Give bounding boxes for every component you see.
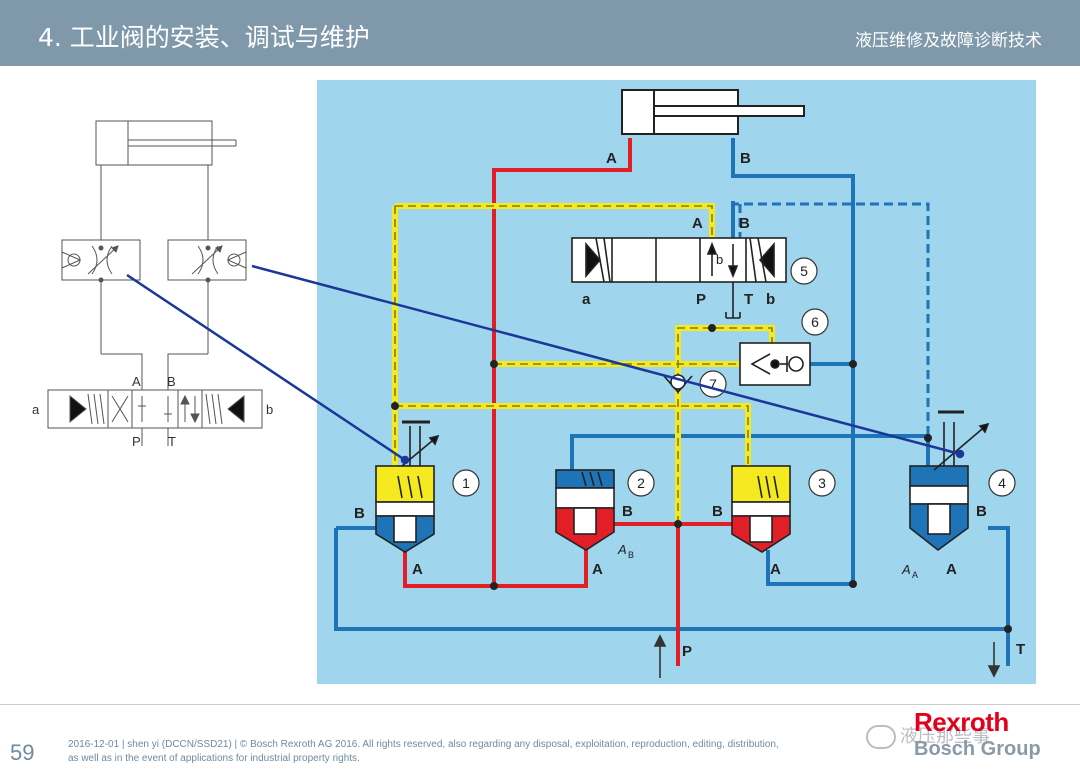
cyl-port-a: A — [606, 150, 617, 167]
schematic-port-p: P — [132, 434, 141, 449]
header-bar: 4. 工业阀的安装、调试与维护 液压维修及故障诊断技术 — [0, 0, 1080, 66]
v4-port-b: B — [976, 503, 987, 520]
dv-port-p: P — [696, 291, 706, 308]
dv-flow-b: b — [716, 252, 723, 267]
v3-port-a: A — [770, 561, 781, 578]
page-number: 59 — [10, 740, 35, 765]
v2-port-b: B — [622, 503, 633, 520]
schematic-port-b: B — [167, 374, 176, 389]
schematic-side-b: b — [266, 402, 273, 417]
v2-port-a: A — [592, 561, 603, 578]
flow-arrows — [653, 634, 1001, 678]
course-title: 液压维修及故障诊断技术 — [855, 31, 1042, 51]
hydraulic-diagram: A B P T a b — [32, 80, 1036, 684]
label-tank-t: T — [1016, 641, 1025, 658]
callout-5: 5 — [800, 263, 808, 279]
copyright-line-2: as well as in the event of applications … — [68, 753, 360, 764]
dv-side-b: b — [766, 291, 775, 308]
callout-1: 1 — [462, 475, 470, 491]
throttle-check-valve-a — [61, 239, 141, 283]
callouts — [452, 257, 1016, 497]
dv-side-a: a — [582, 291, 591, 308]
shuttle-valve — [739, 342, 811, 386]
schematic-cylinder — [95, 120, 213, 166]
schematic-side-a: a — [32, 402, 40, 417]
cartridge-valve-3 — [731, 465, 791, 553]
copyright-line-1: 2016-12-01 | shen yi (DCCN/SSD21) | © Bo… — [68, 739, 779, 750]
tank-lines — [334, 138, 1010, 666]
callout-3: 3 — [818, 475, 826, 491]
v2-area-sub: B — [628, 550, 634, 560]
v2-area-label: A — [617, 542, 627, 557]
v4-port-a: A — [946, 561, 957, 578]
dv-port-t: T — [744, 291, 753, 308]
cartridge-valve-4 — [909, 410, 990, 552]
callout-6: 6 — [811, 314, 819, 330]
main-cylinder — [621, 89, 805, 135]
watermark: 液压那些事 — [866, 722, 990, 749]
cartridge-valve-1 — [375, 420, 440, 553]
connector-arrows — [126, 264, 965, 465]
footer-divider — [0, 704, 1080, 705]
v3-port-b: B — [712, 503, 723, 520]
brand-rexroth: Rexroth — [914, 707, 1009, 737]
v4-area-sub: A — [912, 570, 918, 580]
schematic-port-a: A — [132, 374, 141, 389]
wechat-icon — [866, 725, 896, 749]
throttle-check-valve-b — [167, 239, 247, 283]
dv-port-b: B — [739, 215, 750, 232]
cartridge-valve-2 — [555, 469, 615, 551]
v1-port-a: A — [412, 561, 423, 578]
callout-2: 2 — [637, 475, 645, 491]
cyl-port-b: B — [740, 150, 751, 167]
watermark-text: 液压那些事 — [900, 726, 990, 747]
brand-bosch-group: Bosch Group — [914, 738, 1041, 760]
v1-port-b: B — [354, 505, 365, 522]
v4-area-label: A — [901, 562, 911, 577]
callout-7: 7 — [709, 376, 717, 392]
page-title: 4. 工业阀的安装、调试与维护 — [38, 23, 370, 52]
dv-port-a: A — [692, 215, 703, 232]
copyright-text: 2016-12-01 | shen yi (DCCN/SSD21) | © Bo… — [68, 738, 888, 766]
callout-4: 4 — [998, 475, 1006, 491]
schematic-port-t: T — [168, 434, 176, 449]
schematic-directional-valve — [47, 389, 263, 446]
label-supply-p: P — [682, 643, 692, 660]
main-directional-valve — [571, 237, 787, 319]
brand-logo: Rexroth Bosch Group — [914, 708, 1064, 760]
left-schematic — [47, 120, 263, 446]
